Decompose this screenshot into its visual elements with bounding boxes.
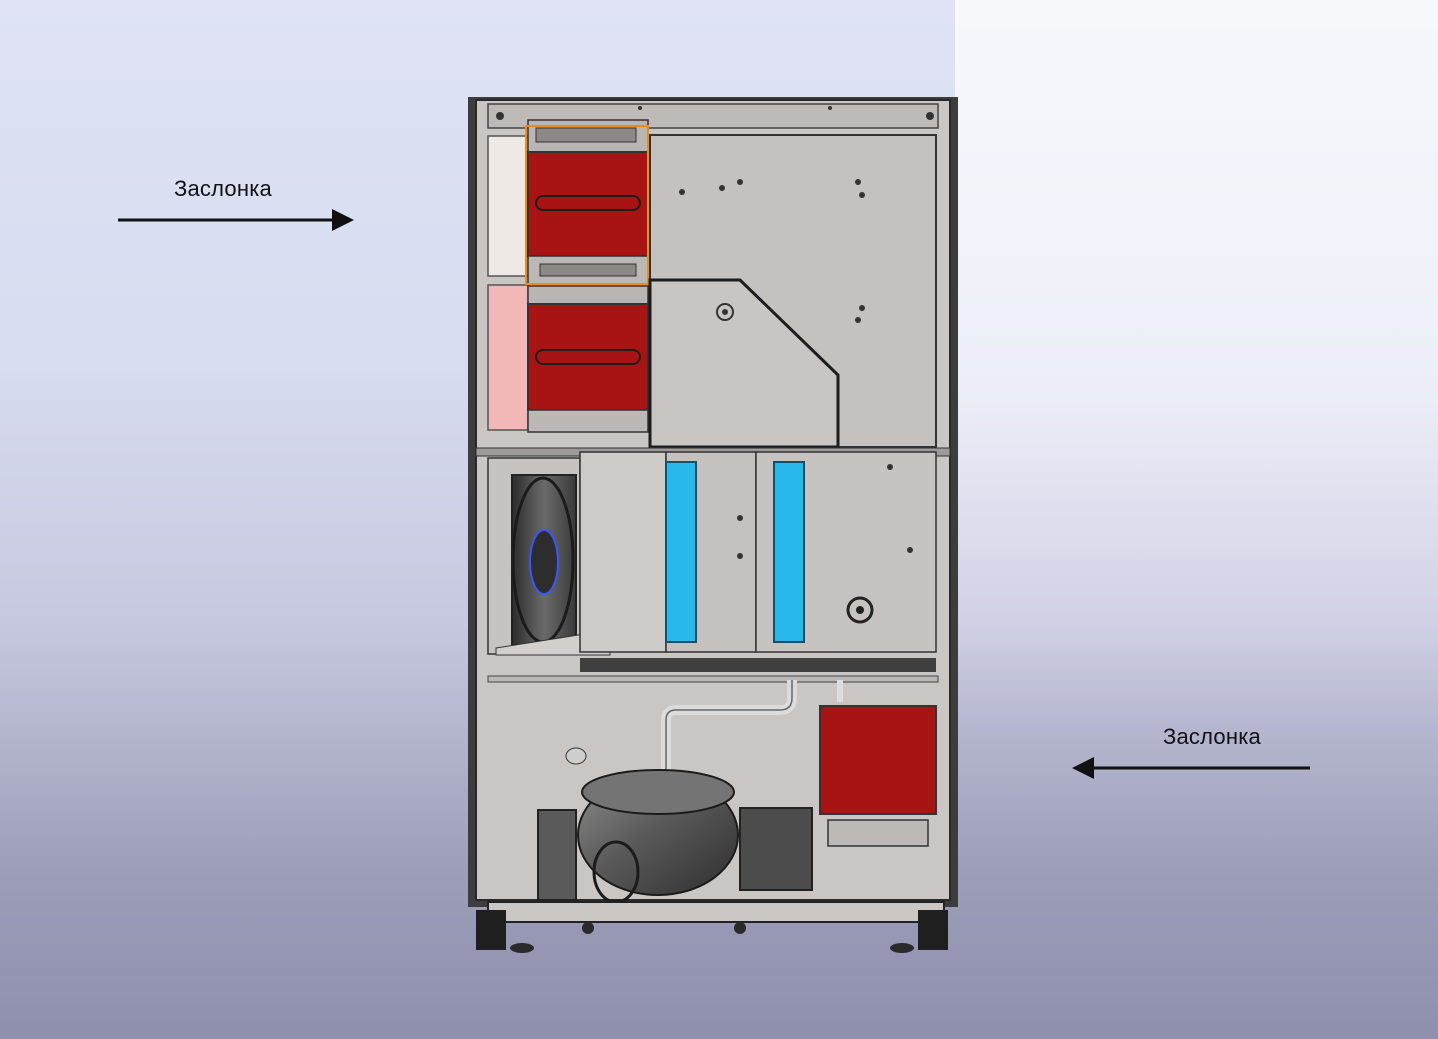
shelf-plate — [487, 658, 939, 683]
upper-right-panel — [648, 134, 937, 449]
upper-heater-2 — [527, 285, 649, 433]
refrigerant-piping — [661, 680, 843, 780]
evaporator-section — [579, 451, 937, 653]
upper-heater-1 — [525, 119, 649, 285]
compressor — [537, 747, 813, 904]
base-frame — [476, 901, 948, 953]
background-highlight — [955, 0, 1438, 1039]
damper-label-left: Заслонка — [174, 176, 272, 201]
lower-heater — [819, 705, 937, 847]
upper-filter-strips — [487, 135, 529, 431]
arrow-left-icon — [1072, 757, 1310, 779]
damper-label-right: Заслонка — [1163, 724, 1261, 749]
unit-cross-section-drawing — [468, 97, 958, 953]
arrow-right-icon — [118, 209, 354, 231]
